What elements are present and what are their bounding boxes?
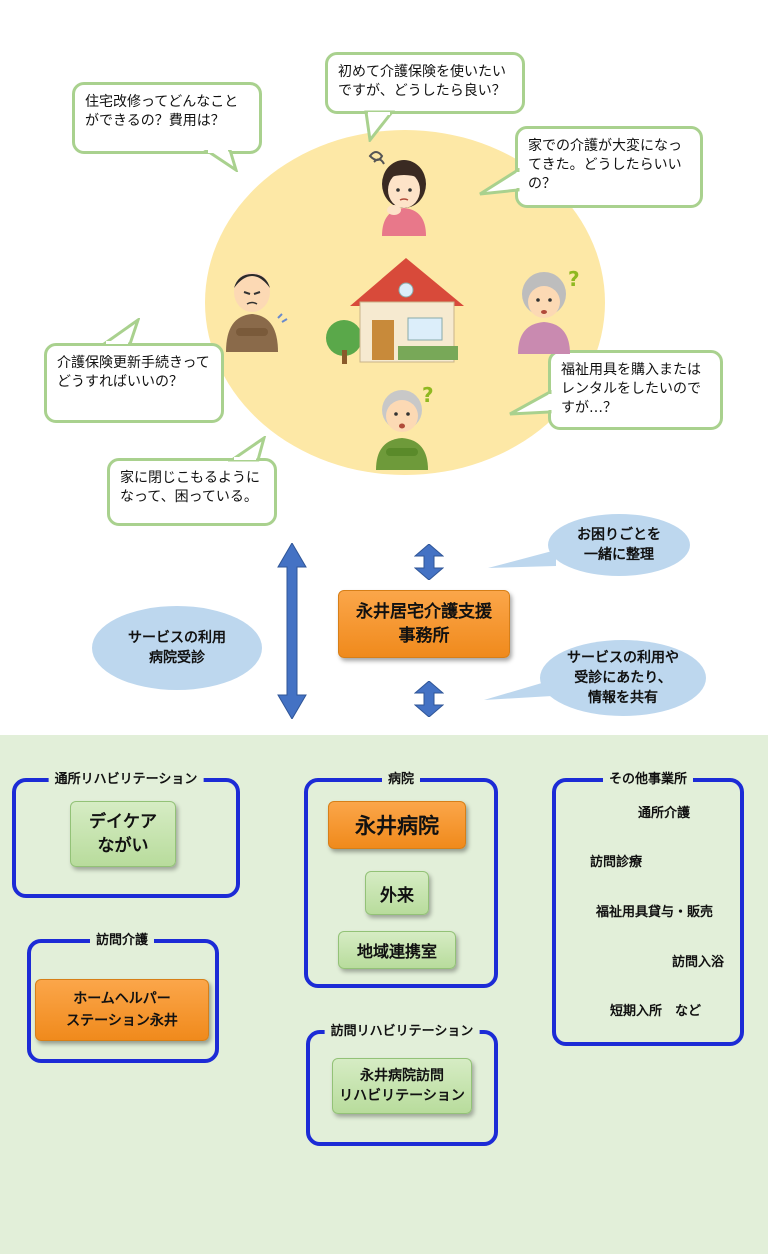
- cloud-left-line2: 病院受診: [149, 650, 205, 666]
- elderly-man-icon: ?: [376, 383, 434, 470]
- double-arrow-top-icon: [414, 544, 444, 580]
- cloud-share-tail: [484, 680, 552, 700]
- cloud-organize-line1: お困りごとを: [577, 527, 661, 543]
- regional-liaison-label: 地域連携室: [356, 942, 437, 961]
- house-icon: [326, 258, 464, 364]
- bubble-welfare-equipment-tail: [509, 390, 552, 416]
- bubble-renewal-tail: [100, 318, 140, 346]
- regional-liaison-box: 地域連携室: [338, 931, 456, 969]
- bubble-welfare-equipment-text: 福祉用具を購入またはレンタルをしたいのですが…？: [561, 362, 701, 416]
- office-line2: 事務所: [398, 626, 450, 646]
- group-others-title: その他事業所: [602, 768, 694, 787]
- home-rehab-line2: リハビリテーション: [339, 1088, 465, 1104]
- nagai-hospital-box: 永井病院: [328, 801, 466, 849]
- double-arrow-left-icon: [277, 543, 307, 719]
- cloud-organize: お困りごとを 一緒に整理: [548, 514, 690, 576]
- top-section: 住宅改修ってどんなことができるの？費用は？ 初めて介護保険を使いたいですが、どう…: [44, 52, 723, 719]
- bubble-home-care-hard-tail: [479, 168, 520, 196]
- bubble-home-care-hard-text: 家での介護が大変になってきた。どうしたらいいの？: [528, 138, 682, 192]
- cloud-organize-tail: [488, 550, 556, 568]
- nagai-home-rehab-box: 永井病院訪問 リハビリテーション: [332, 1058, 472, 1114]
- day-care-line2: ながい: [97, 836, 149, 856]
- cloud-share-line1: サービスの利用や: [567, 650, 679, 666]
- troubled-man-icon: [226, 272, 288, 352]
- bubble-home-care-hard: 家での介護が大変になってきた。どうしたらいいの？: [515, 126, 703, 208]
- other-item-home-bathing: 訪問入浴: [672, 955, 725, 970]
- bubble-housing-tail: [203, 150, 239, 172]
- bubble-first-time-tail: [364, 110, 396, 142]
- cloud-share-line3: 情報を共有: [588, 690, 658, 706]
- bubble-first-time-text: 初めて介護保険を使いたいですが、どうしたら良い？: [338, 64, 506, 99]
- group-home-care-title: 訪問介護: [89, 929, 155, 948]
- bubble-withdrawn-text: 家に閉じこもるようになって、困っている。: [120, 470, 260, 505]
- svg-text:?: ?: [568, 267, 580, 291]
- group-hospital-title: 病院: [381, 768, 421, 787]
- bubble-renewal: 介護保険更新手続きってどうすればいいの？: [44, 343, 224, 423]
- worried-woman-icon: [368, 151, 426, 236]
- home-helper-line1: ホームヘルパー: [73, 991, 171, 1007]
- cloud-share: サービスの利用や 受診にあたり、 情報を共有: [540, 640, 706, 716]
- bubble-housing: 住宅改修ってどんなことができるの？費用は？: [72, 82, 262, 154]
- bubble-withdrawn: 家に閉じこもるようになって、困っている。: [107, 458, 277, 526]
- cloud-share-line2: 受診にあたり、: [574, 670, 672, 686]
- other-item-welfare-equipment: 福祉用具貸与・販売: [596, 905, 714, 920]
- bubble-housing-text: 住宅改修ってどんなことができるの？費用は？: [85, 94, 239, 129]
- cloud-left-line1: サービスの利用: [128, 630, 226, 646]
- cloud-organize-line2: 一緒に整理: [584, 547, 654, 563]
- home-rehab-line1: 永井病院訪問: [360, 1068, 444, 1084]
- home-helper-line2: ステーション永井: [66, 1013, 178, 1029]
- elderly-woman-icon: ?: [518, 267, 580, 354]
- office-line1: 永井居宅介護支援: [356, 602, 492, 622]
- other-item-short-stay: 短期入所 など: [610, 1004, 702, 1019]
- day-care-nagai-box: デイケア ながい: [70, 801, 176, 867]
- other-item-home-medical: 訪問診療: [590, 855, 643, 870]
- outpatient-label: 外来: [380, 885, 414, 906]
- outpatient-box: 外来: [365, 871, 429, 915]
- svg-text:?: ?: [422, 383, 434, 407]
- group-home-rehab-title: 訪問リハビリテーション: [324, 1020, 480, 1039]
- day-care-line1: デイケア: [89, 812, 157, 832]
- bottom-section: 通所リハビリテーション デイケア ながい 訪問介護 ホームヘルパー ステーション…: [0, 735, 768, 1254]
- home-helper-station-box: ホームヘルパー ステーション永井: [35, 979, 209, 1041]
- bubble-welfare-equipment: 福祉用具を購入またはレンタルをしたいのですが…？: [548, 350, 723, 430]
- double-arrow-bottom-icon: [414, 681, 444, 717]
- cloud-left: サービスの利用 病院受診: [92, 606, 262, 690]
- care-support-office-box: 永井居宅介護支援 事務所: [338, 590, 510, 658]
- bubble-renewal-text: 介護保険更新手続きってどうすればいいの？: [57, 355, 210, 390]
- other-item-day-service: 通所介護: [638, 806, 691, 821]
- group-day-rehab-title: 通所リハビリテーション: [48, 768, 204, 787]
- bubble-first-time: 初めて介護保険を使いたいですが、どうしたら良い？: [325, 52, 525, 114]
- nagai-hospital-label: 永井病院: [355, 814, 439, 838]
- bubble-withdrawn-tail: [228, 436, 267, 462]
